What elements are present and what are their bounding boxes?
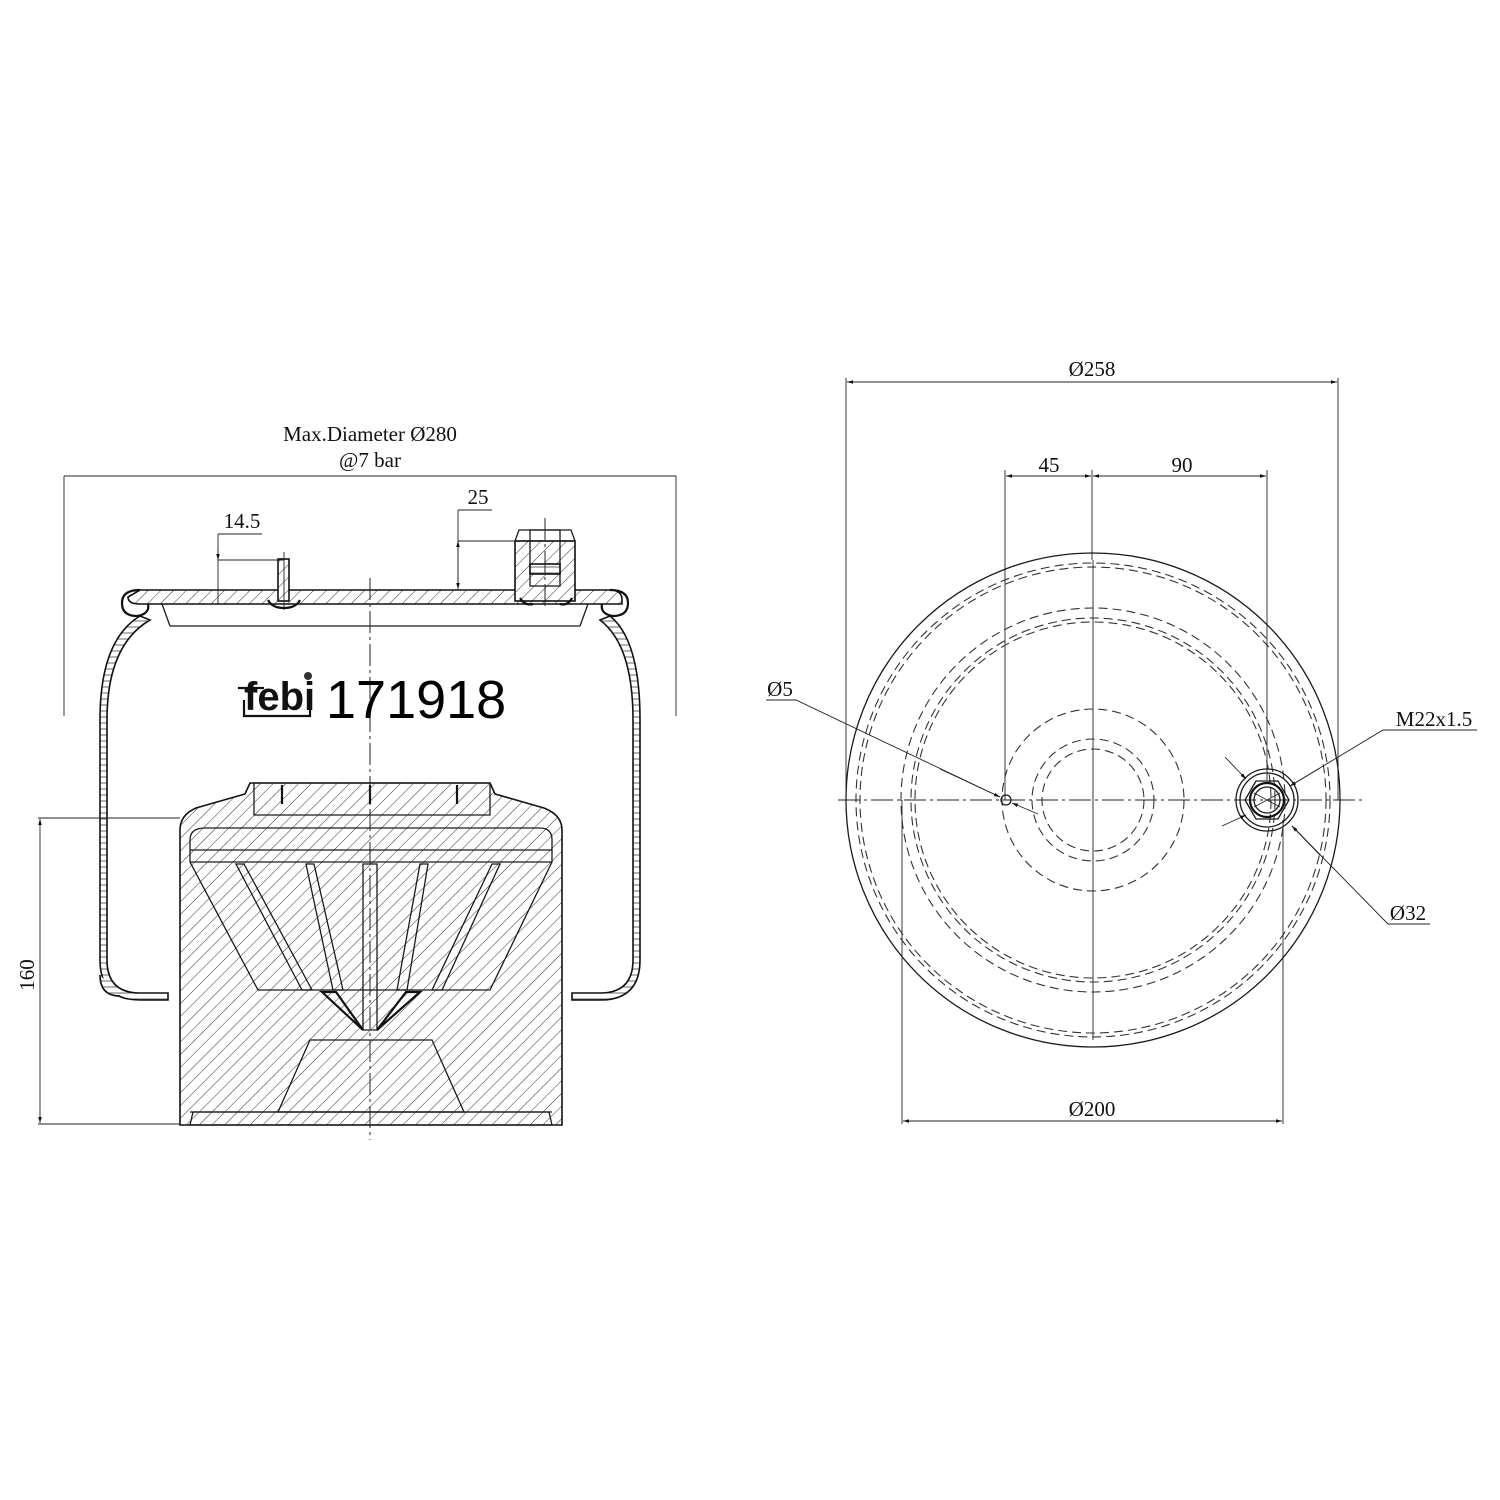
fitting-height-dimension: 25: [456, 485, 515, 589]
top-bead-plate: [120, 588, 630, 627]
outer-diameter-dimension: Ø258: [845, 357, 1339, 800]
stud-offset-dimension: 14.5: [216, 509, 284, 604]
offset-left-label: 45: [1039, 453, 1060, 477]
vent-hole: Ø5: [766, 677, 1039, 815]
rubber-bellow: [99, 615, 641, 1001]
height-dimension: 160: [15, 817, 180, 1125]
max-diameter-dimension: Max.Diameter Ø280 @7 bar: [63, 422, 677, 716]
hole-diameter-label: Ø5: [767, 677, 793, 701]
top-view: Ø258 45 90: [766, 357, 1477, 1124]
air-fitting-top: M22x1.5 Ø32: [1221, 707, 1477, 925]
offset-right-label: 90: [1172, 453, 1193, 477]
febi-logo: febi: [244, 675, 315, 719]
piston: [179, 782, 563, 1126]
offset-dimensions: 45 90: [1004, 453, 1268, 800]
stud-offset-label: 14.5: [224, 509, 261, 533]
pressure-label: @7 bar: [339, 448, 401, 472]
bolt-circle-dimension: Ø200: [901, 800, 1284, 1124]
bolt-circle-label: Ø200: [1069, 1097, 1116, 1121]
height-label: 160: [15, 959, 39, 991]
part-number: 171918: [326, 670, 506, 730]
thread-label: M22x1.5: [1396, 707, 1472, 731]
side-section-view: Max.Diameter Ø280 @7 bar: [15, 422, 677, 1140]
max-diameter-label: Max.Diameter Ø280: [283, 422, 457, 446]
fitting-height-label: 25: [468, 485, 489, 509]
brand-logo: febi: [238, 672, 315, 719]
air-fitting: [514, 518, 576, 606]
fitting-diameter-label: Ø32: [1390, 901, 1426, 925]
mounting-stud: [267, 552, 301, 610]
outer-diameter-label: Ø258: [1069, 357, 1116, 381]
